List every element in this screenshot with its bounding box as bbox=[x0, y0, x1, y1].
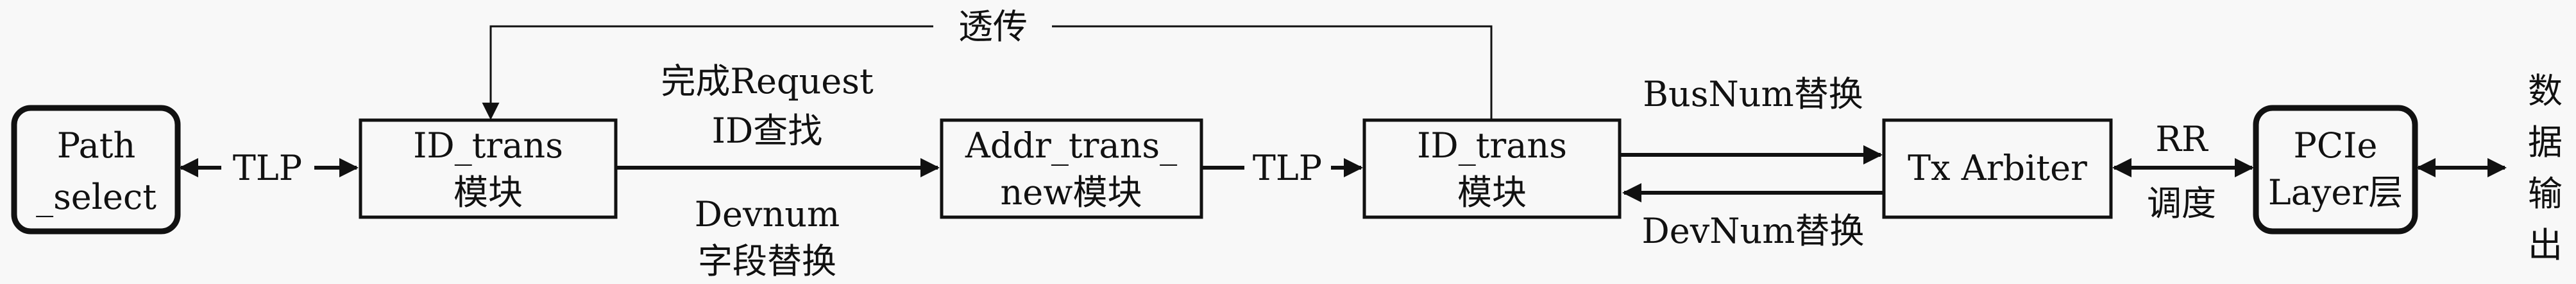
node-pcie-layer: PCIe Layer层 bbox=[2253, 105, 2418, 235]
tlp-label: TLP bbox=[1253, 148, 1322, 188]
node-label: _select bbox=[36, 177, 157, 217]
passthrough-label: 透传 bbox=[958, 6, 1028, 47]
devnum-field-label: Devnum bbox=[695, 194, 840, 235]
node-label: new模块 bbox=[1001, 172, 1142, 213]
node-id-trans-2: ID_trans 模块 bbox=[1362, 118, 1622, 219]
busnum-edge: BusNum替换 bbox=[1621, 74, 1883, 164]
node-label: Tx Arbiter bbox=[1908, 148, 2087, 188]
request-edge: 完成Request ID查找 Devnum 字段替换 bbox=[617, 61, 940, 281]
node-addr-trans: Addr_trans_ new模块 bbox=[940, 118, 1203, 219]
node-label: Path bbox=[57, 125, 136, 166]
rr-label: RR bbox=[2155, 119, 2208, 159]
data-output-label: 出 bbox=[2528, 225, 2563, 265]
data-output-edge: 数 据 输 出 bbox=[2416, 71, 2563, 265]
request-lookup-label: 完成Request bbox=[661, 61, 874, 102]
node-tx-arbiter: Tx Arbiter bbox=[1882, 118, 2113, 219]
node-label: 模块 bbox=[453, 172, 523, 213]
passthrough-edge: 透传 bbox=[482, 6, 1493, 120]
data-output-label: 数 bbox=[2528, 71, 2563, 111]
devnum-label: DevNum替换 bbox=[1642, 211, 1865, 251]
tlp-label: TLP bbox=[233, 148, 302, 188]
data-output-label: 输 bbox=[2528, 173, 2563, 214]
devnum-field-label: 字段替换 bbox=[698, 241, 836, 281]
node-label: 模块 bbox=[1457, 172, 1527, 213]
node-id-trans-1: ID_trans 模块 bbox=[359, 118, 618, 219]
node-label: Layer层 bbox=[2268, 172, 2403, 213]
rr-label: 调度 bbox=[2147, 183, 2216, 224]
busnum-label: BusNum替换 bbox=[1643, 74, 1863, 114]
node-label: PCIe bbox=[2294, 125, 2378, 166]
tlp-edge-2: TLP bbox=[1203, 148, 1363, 188]
node-label: Addr_trans_ bbox=[965, 125, 1177, 166]
node-label: ID_trans bbox=[413, 125, 563, 166]
rr-edge: RR 调度 bbox=[2112, 119, 2254, 224]
node-label: ID_trans bbox=[1417, 125, 1567, 166]
tlp-edge-1: TLP bbox=[179, 148, 359, 188]
node-path-select: Path _select bbox=[11, 105, 181, 235]
devnum-edge: DevNum替换 bbox=[1622, 183, 1884, 251]
request-lookup-label: ID查找 bbox=[712, 111, 823, 151]
data-output-label: 据 bbox=[2528, 122, 2563, 163]
